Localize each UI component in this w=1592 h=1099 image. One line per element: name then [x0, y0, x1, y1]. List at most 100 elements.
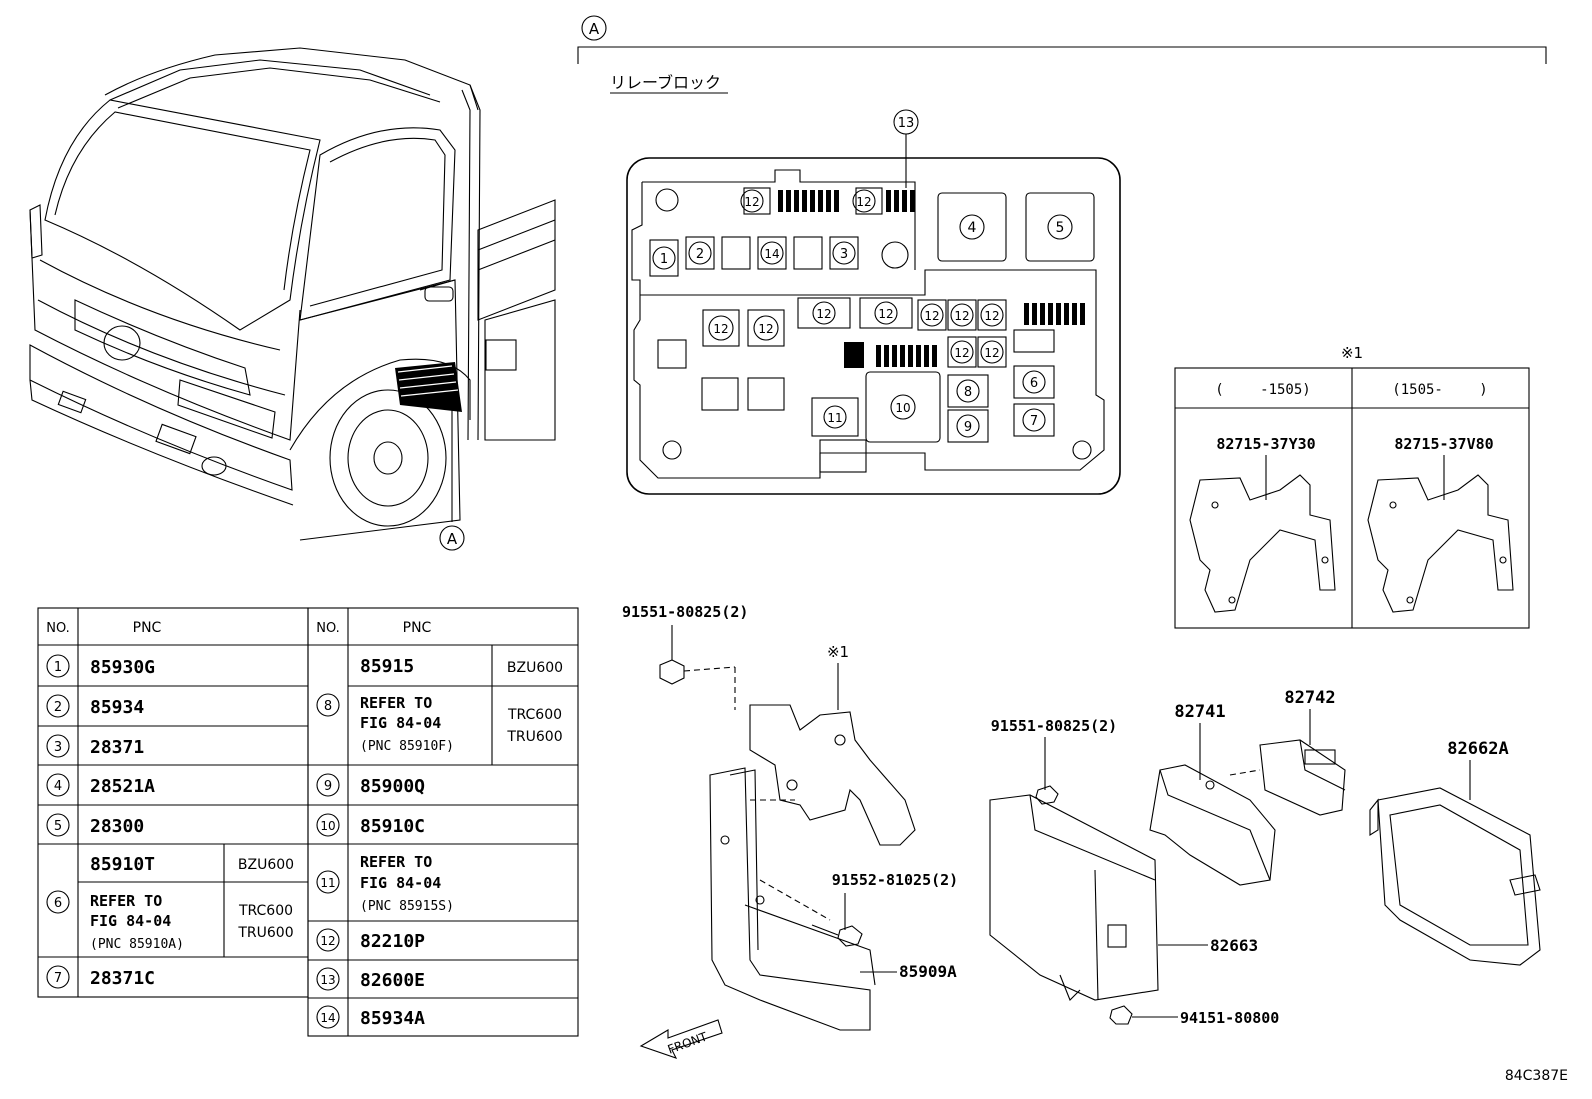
- relay-1: 1: [660, 252, 668, 267]
- table-row-7-pnc: 28371C: [90, 968, 155, 989]
- table-row-6-no: 6: [54, 896, 62, 911]
- table-row-1-pnc: 85930G: [90, 657, 155, 678]
- truck-illustration: [29, 47, 556, 541]
- relay-12a: 12: [744, 195, 759, 209]
- table-row-9-pnc: 85900Q: [360, 776, 425, 797]
- table-row-6-pnc-b-1: REFER TO: [90, 892, 162, 910]
- variant-col1-header: ( -1505): [1215, 382, 1310, 398]
- relay-12d: 12: [758, 322, 773, 336]
- callout-A-header-label: A: [589, 20, 600, 38]
- table-row-13-no: 13: [320, 973, 335, 987]
- table-row-2-pnc: 85934: [90, 697, 144, 718]
- relay-12g: 12: [924, 309, 939, 323]
- table-row-6-pnc-b-3: (PNC 85910A): [90, 937, 184, 952]
- callout-85909A: 85909A: [899, 962, 957, 981]
- variant-col1-part: 82715-37Y30: [1216, 435, 1315, 453]
- table-row-6-pnc-b-2: FIG 84-04: [90, 912, 171, 930]
- relay-12h: 12: [954, 309, 969, 323]
- callout-82663: 82663: [1210, 936, 1258, 955]
- table-row-4-no: 4: [54, 779, 62, 794]
- relay-12k: 12: [984, 346, 999, 360]
- table-row-4-pnc: 28521A: [90, 776, 155, 797]
- table-row-8-pnc-a: 85915: [360, 656, 414, 677]
- table-row-10-no: 10: [320, 819, 335, 833]
- table-row-11-no: 11: [320, 876, 335, 890]
- table-row-1-no: 1: [54, 660, 62, 675]
- table-row-8-no: 8: [324, 699, 332, 714]
- table-row-11-pnc-1: REFER TO: [360, 853, 432, 871]
- callout-note-star: ※1: [827, 643, 849, 661]
- relay-block-diagram: [626, 157, 1121, 495]
- table-row-6-note-b-1: TRC600: [238, 903, 293, 919]
- callout-bolt-left: 91551-80825(2): [622, 603, 748, 621]
- relay-8: 8: [964, 385, 972, 400]
- variant-col2-header: (1505- ): [1392, 382, 1487, 398]
- figure-code: 84C387E: [1505, 1068, 1568, 1084]
- table-row-8-pnc-b-1: REFER TO: [360, 694, 432, 712]
- front-label: FRONT: [666, 1029, 710, 1056]
- callout-82741: 82741: [1174, 702, 1225, 722]
- table-row-8-note-b-2: TRU600: [506, 729, 562, 745]
- table-row-6-note-b-2: TRU600: [237, 925, 293, 941]
- relay-12e: 12: [816, 307, 831, 321]
- table-row-6-note-a: BZU600: [238, 857, 294, 873]
- table-right-header-no: NO.: [316, 621, 340, 636]
- table-row-5-pnc: 28300: [90, 816, 144, 837]
- relay-9: 9: [964, 420, 972, 435]
- section-A-bracket: [577, 46, 1547, 64]
- relay-10: 10: [895, 401, 910, 415]
- callout-82662A: 82662A: [1447, 739, 1508, 759]
- relay-callout-13-circle: [893, 109, 919, 135]
- table-row-5-no: 5: [54, 819, 62, 834]
- front-arrow-icon: [639, 1019, 723, 1059]
- table-row-2-no: 2: [54, 700, 62, 715]
- relay-14: 14: [764, 247, 779, 261]
- callout-94151: 94151-80800: [1180, 1009, 1279, 1027]
- callout-bolt-mid: 91551-80825(2): [991, 717, 1117, 735]
- table-row-7-no: 7: [54, 971, 62, 986]
- table-row-14-pnc: 85934A: [360, 1008, 425, 1029]
- exploded-parts: 91551-80825(2) ※1 91552-81025(2) 85909A …: [622, 603, 1541, 1059]
- variant-col2-part: 82715-37V80: [1394, 435, 1493, 453]
- table-row-6-pnc-a: 85910T: [90, 854, 155, 875]
- callout-82742: 82742: [1284, 688, 1335, 708]
- table-row-8-note-a: BZU600: [507, 660, 563, 676]
- table-row-11-pnc-3: (PNC 85915S): [360, 899, 454, 914]
- relay-12b: 12: [856, 195, 871, 209]
- relay-12f: 12: [878, 307, 893, 321]
- table-right-header-pnc: PNC: [403, 620, 432, 636]
- table-left-header-pnc: PNC: [133, 620, 162, 636]
- callout-A-truck-label: A: [447, 530, 458, 548]
- table-row-12-no: 12: [320, 934, 335, 948]
- table-row-9-no: 9: [324, 779, 332, 794]
- table-row-3-pnc: 28371: [90, 737, 144, 758]
- relay-12j: 12: [954, 346, 969, 360]
- callout-bolt-lower: 91552-81025(2): [832, 871, 958, 889]
- table-row-13-pnc: 82600E: [360, 970, 425, 991]
- relay-7: 7: [1030, 414, 1038, 429]
- relay-5: 5: [1056, 220, 1065, 236]
- relay-12i: 12: [984, 309, 999, 323]
- relay-6: 6: [1030, 376, 1038, 391]
- variant-box-title: ※1: [1341, 344, 1363, 362]
- table-row-12-pnc: 82210P: [360, 931, 425, 952]
- table-row-8-pnc-b-2: FIG 84-04: [360, 714, 441, 732]
- table-row-10-pnc: 85910C: [360, 816, 425, 837]
- table-left-header-no: NO.: [46, 621, 70, 636]
- relay-11: 11: [827, 411, 842, 425]
- callout-circle-A-truck: [439, 525, 465, 551]
- table-row-8-pnc-b-3: (PNC 85910F): [360, 739, 454, 754]
- relay-block-labels: 13 12 12 4 5 1 2 14 3 12 12 12 12 12 12 …: [652, 109, 1073, 438]
- relay-3: 3: [840, 247, 848, 262]
- relay-4: 4: [968, 220, 977, 236]
- table-row-14-no: 14: [320, 1011, 335, 1025]
- relay-callout-13: 13: [898, 116, 915, 131]
- relay-block-location-marker: [395, 362, 462, 522]
- relay-2: 2: [696, 247, 704, 262]
- table-row-11-pnc-2: FIG 84-04: [360, 874, 441, 892]
- relay-12c: 12: [713, 322, 728, 336]
- table-row-8-note-b-1: TRC600: [507, 707, 562, 723]
- variant-box: ※1 ( -1505) (1505- ) 82715-37Y30 82715-3…: [1174, 344, 1530, 629]
- table-row-3-no: 3: [54, 740, 62, 755]
